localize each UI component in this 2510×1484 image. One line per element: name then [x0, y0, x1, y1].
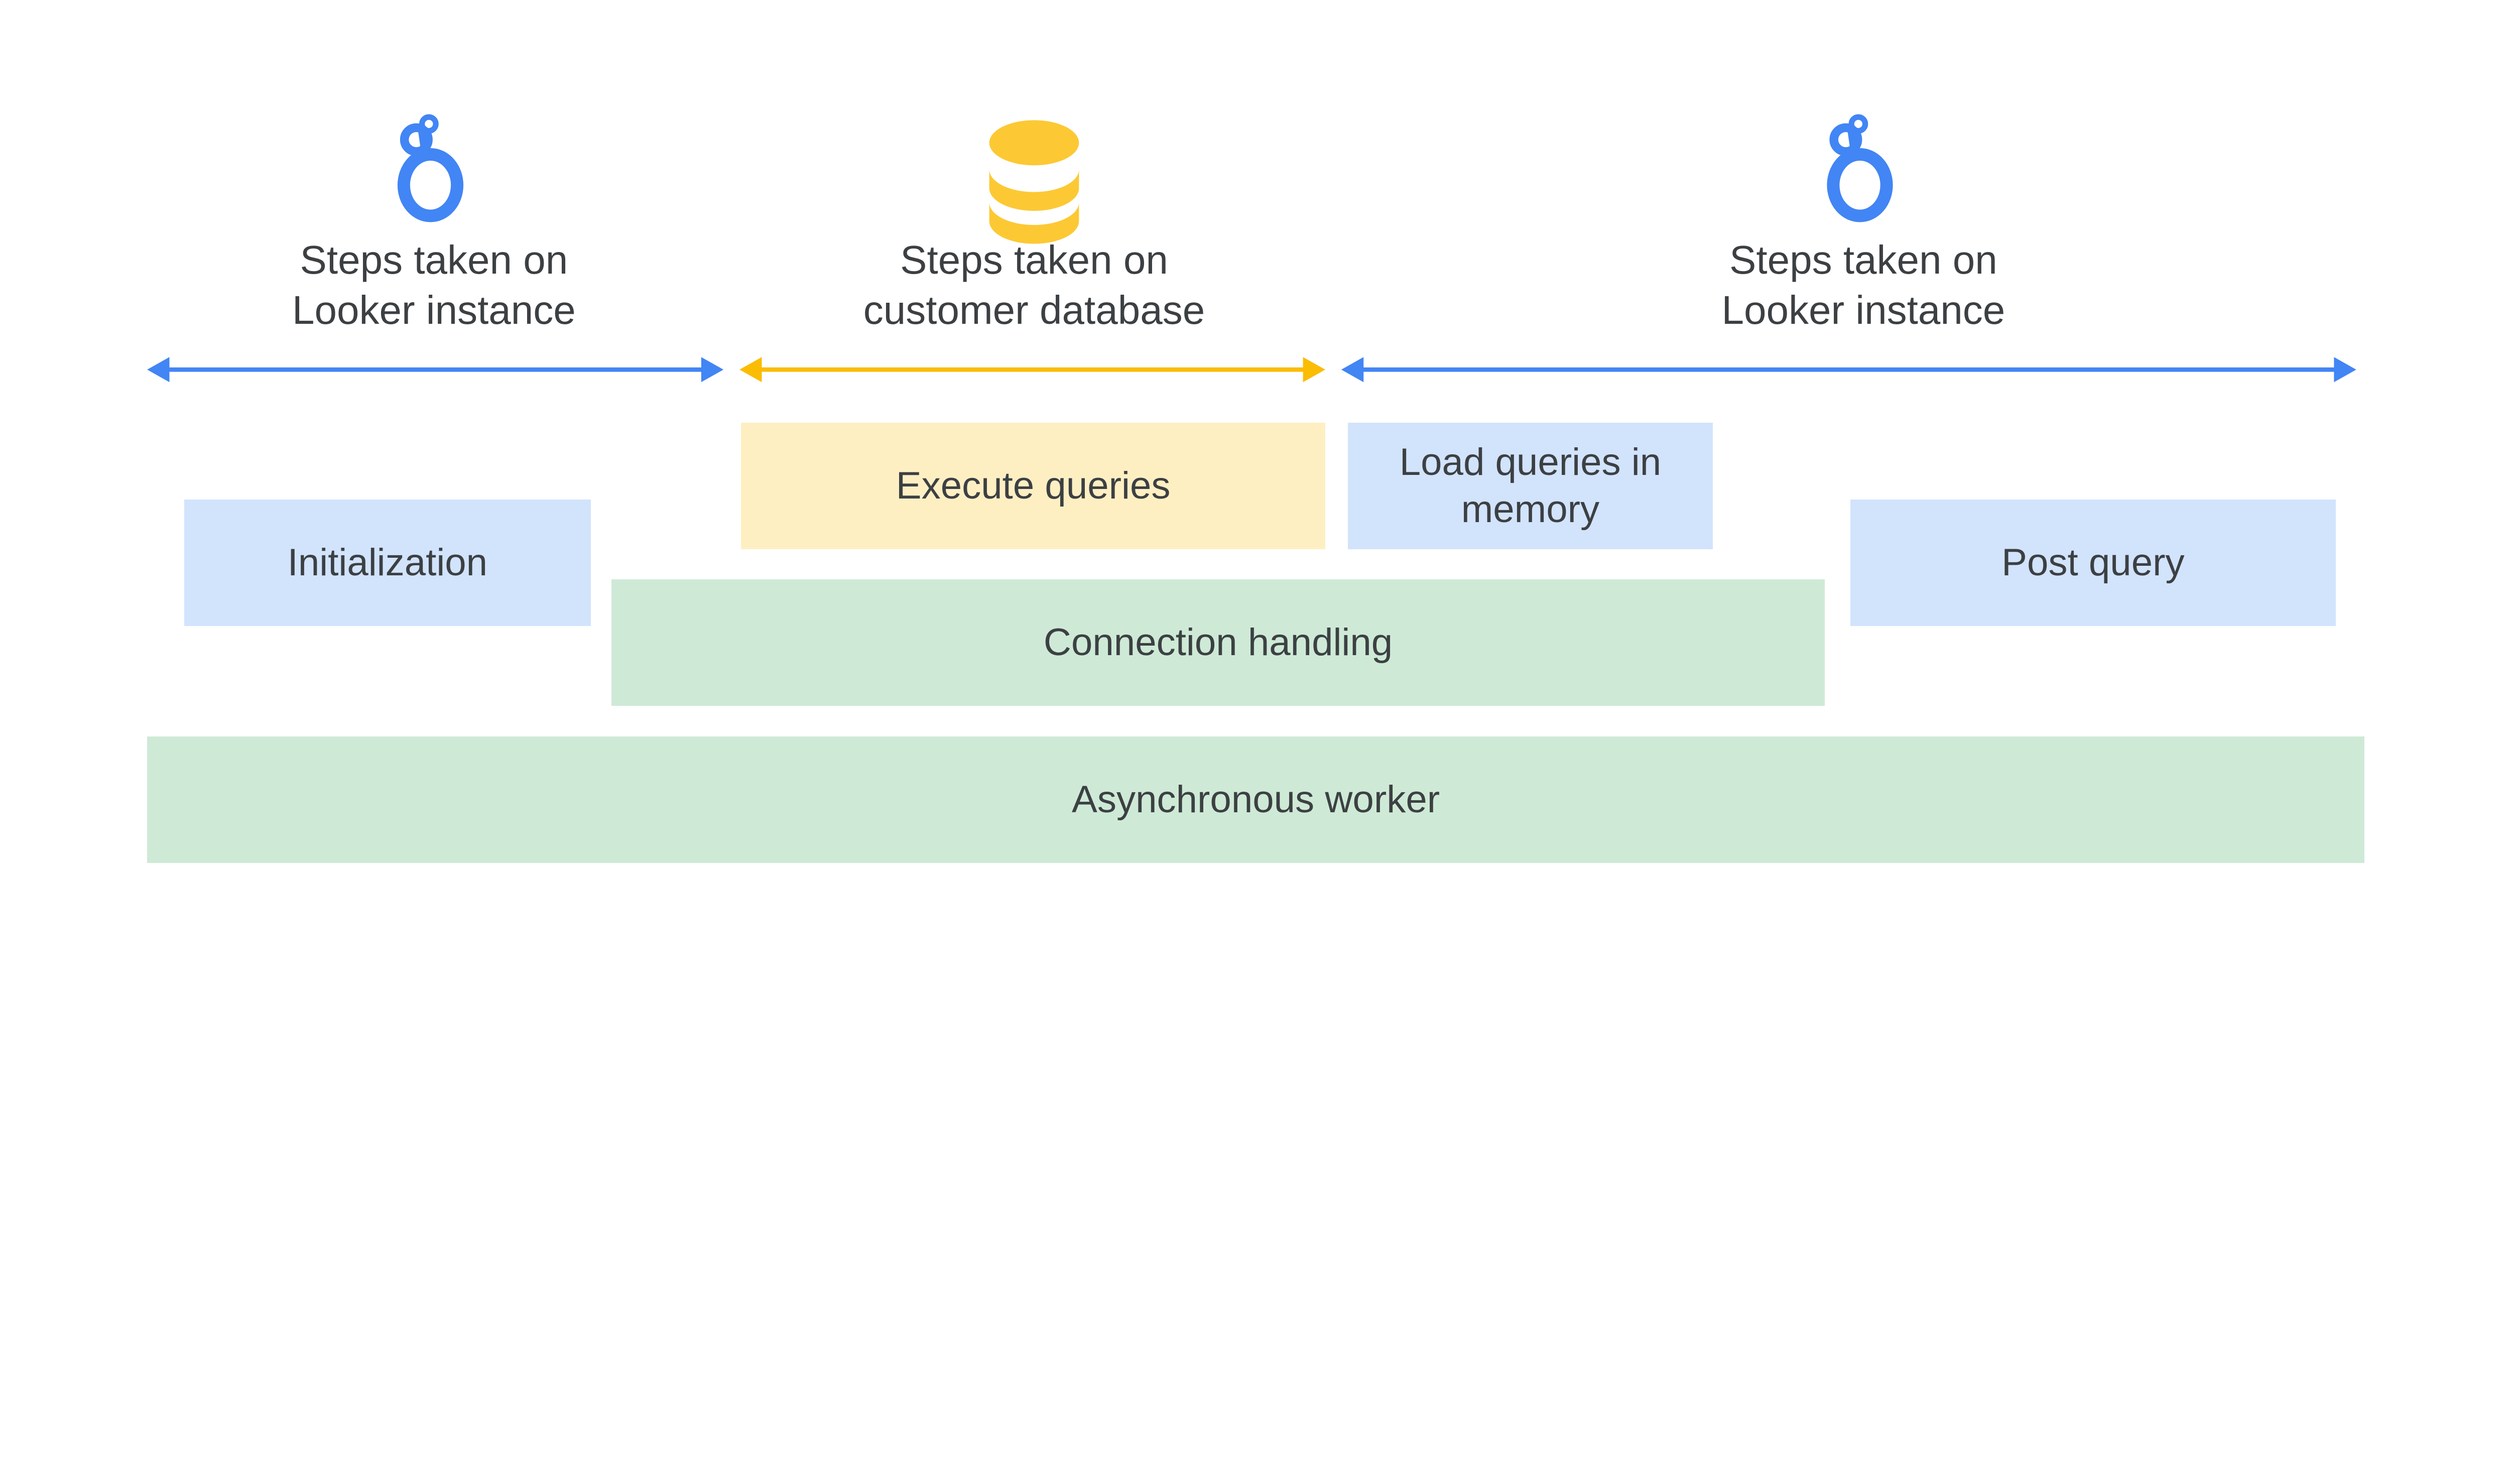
- post-query-box: Post query: [1850, 500, 2336, 626]
- label-line: Steps taken on: [300, 237, 568, 282]
- looker-scope-arrow-left: [147, 357, 724, 383]
- label-line: Looker instance: [1721, 287, 2005, 332]
- section-label-looker-left: Steps taken on Looker instance: [214, 235, 654, 335]
- database-icon: [989, 120, 1079, 244]
- arrows-and-icons: [147, 114, 2356, 383]
- label-line: customer database: [863, 287, 1205, 332]
- database-scope-arrow: [739, 357, 1325, 383]
- looker-logo-icon: [397, 114, 464, 222]
- asynchronous-worker-box: Asynchronous worker: [147, 736, 2364, 863]
- label-line: Steps taken on: [1729, 237, 1997, 282]
- execute-queries-box: Execute queries: [741, 422, 1325, 549]
- looker-scope-arrow-right: [1341, 357, 2356, 383]
- section-label-database: Steps taken on customer database: [815, 235, 1254, 335]
- connection-handling-box: Connection handling: [611, 579, 1825, 706]
- load-queries-box: Load queries in memory: [1348, 422, 1713, 549]
- initialization-box: Initialization: [184, 500, 591, 626]
- label-line: Steps taken on: [900, 237, 1168, 282]
- section-label-looker-right: Steps taken on Looker instance: [1644, 235, 2083, 335]
- looker-logo-icon: [1827, 114, 1893, 222]
- diagram: Steps taken on Looker instance Steps tak…: [147, 114, 2364, 863]
- label-line: Looker instance: [292, 287, 576, 332]
